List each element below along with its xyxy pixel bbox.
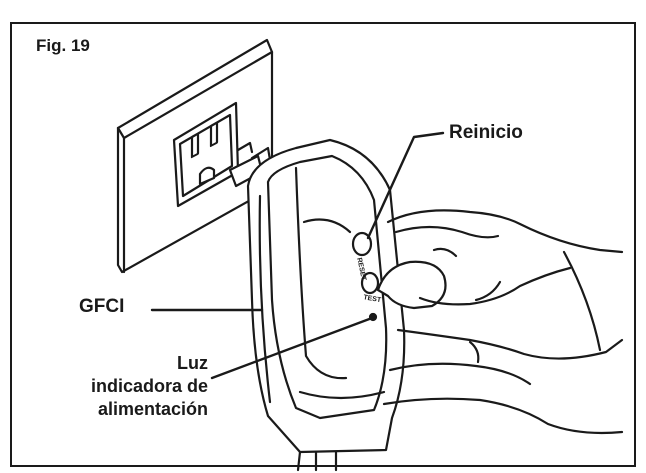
power-light-callout-line-1: Luz (177, 353, 208, 373)
reset-leader-line (366, 131, 445, 240)
power-light-callout-line-2: indicadora de (90, 376, 208, 396)
power-light-callout-line-3: alimentación (97, 399, 208, 419)
reset-button-label: RESET (355, 257, 367, 282)
power-light-leader-line (210, 316, 374, 380)
gfci-device (246, 138, 406, 472)
reset-button-shape (351, 231, 373, 257)
test-button-label: TEST (363, 294, 383, 304)
figure-label: Fig. 19 (36, 36, 90, 55)
hand (376, 209, 624, 435)
test-button-shape (360, 271, 380, 295)
power-light-callout: Luz indicadora de alimentación (60, 352, 208, 421)
reset-callout: Reinicio (449, 122, 523, 143)
gfci-callout: GFCI (79, 296, 125, 317)
